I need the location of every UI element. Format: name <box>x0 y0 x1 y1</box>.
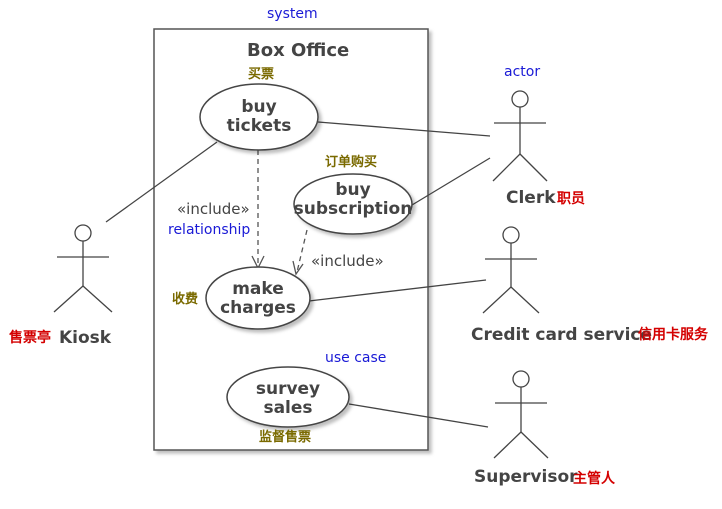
include-label-buy-tickets: «include» <box>177 200 250 218</box>
make-charges-cn-label: 收费 <box>172 292 199 307</box>
survey-sales-cn-label: 监督售票 <box>259 430 312 445</box>
credit-card-cn-label: 信用卡服务 <box>638 327 708 343</box>
kiosk-name: Kiosk <box>59 328 112 348</box>
use-case-make-charges <box>205 266 311 330</box>
supervisor-name: Supervisor <box>474 467 578 487</box>
buy-subscription-cn-label: 订单购买 <box>325 155 378 170</box>
association-buy-subscription-clerk <box>411 157 491 206</box>
survey-sales-label: survey sales <box>255 379 321 418</box>
actor-supervisor-figure <box>493 370 549 459</box>
association-make-charges-credit-card <box>308 279 487 302</box>
actor-clerk-figure <box>492 90 548 182</box>
buy-tickets-cn-label: 买票 <box>248 67 275 82</box>
relationship-annotation: relationship <box>168 222 251 238</box>
buy-subscription-label: buy subscription <box>293 180 413 219</box>
make-charges-label: make charges <box>220 279 296 318</box>
association-survey-sales-supervisor <box>348 403 489 428</box>
use-case-survey-sales <box>226 366 350 428</box>
include-label-buy-subscription: «include» <box>311 252 384 270</box>
supervisor-cn-label: 主管人 <box>573 471 615 487</box>
association-buy-tickets-clerk <box>317 121 491 137</box>
actor-annotation: actor <box>504 64 541 80</box>
actor-kiosk-figure <box>53 224 113 313</box>
association-kiosk-buy-tickets <box>105 141 218 223</box>
use-case-annotation: use case <box>325 350 387 366</box>
system-annotation: system <box>267 6 318 22</box>
use-case-buy-subscription <box>293 173 413 235</box>
use-case-buy-tickets <box>199 83 319 151</box>
credit-card-name: Credit card service <box>471 325 652 345</box>
include-arrowhead-buy-subscription <box>292 260 304 276</box>
clerk-name: Clerk <box>506 188 556 208</box>
actor-credit-card-figure <box>482 226 540 314</box>
buy-tickets-label: buy tickets <box>226 97 292 136</box>
include-arrow-buy-subscription <box>296 229 308 273</box>
system-name: Box Office <box>247 40 350 61</box>
clerk-cn-label: 职员 <box>557 191 585 207</box>
kiosk-cn-label: 售票亭 <box>9 330 51 346</box>
